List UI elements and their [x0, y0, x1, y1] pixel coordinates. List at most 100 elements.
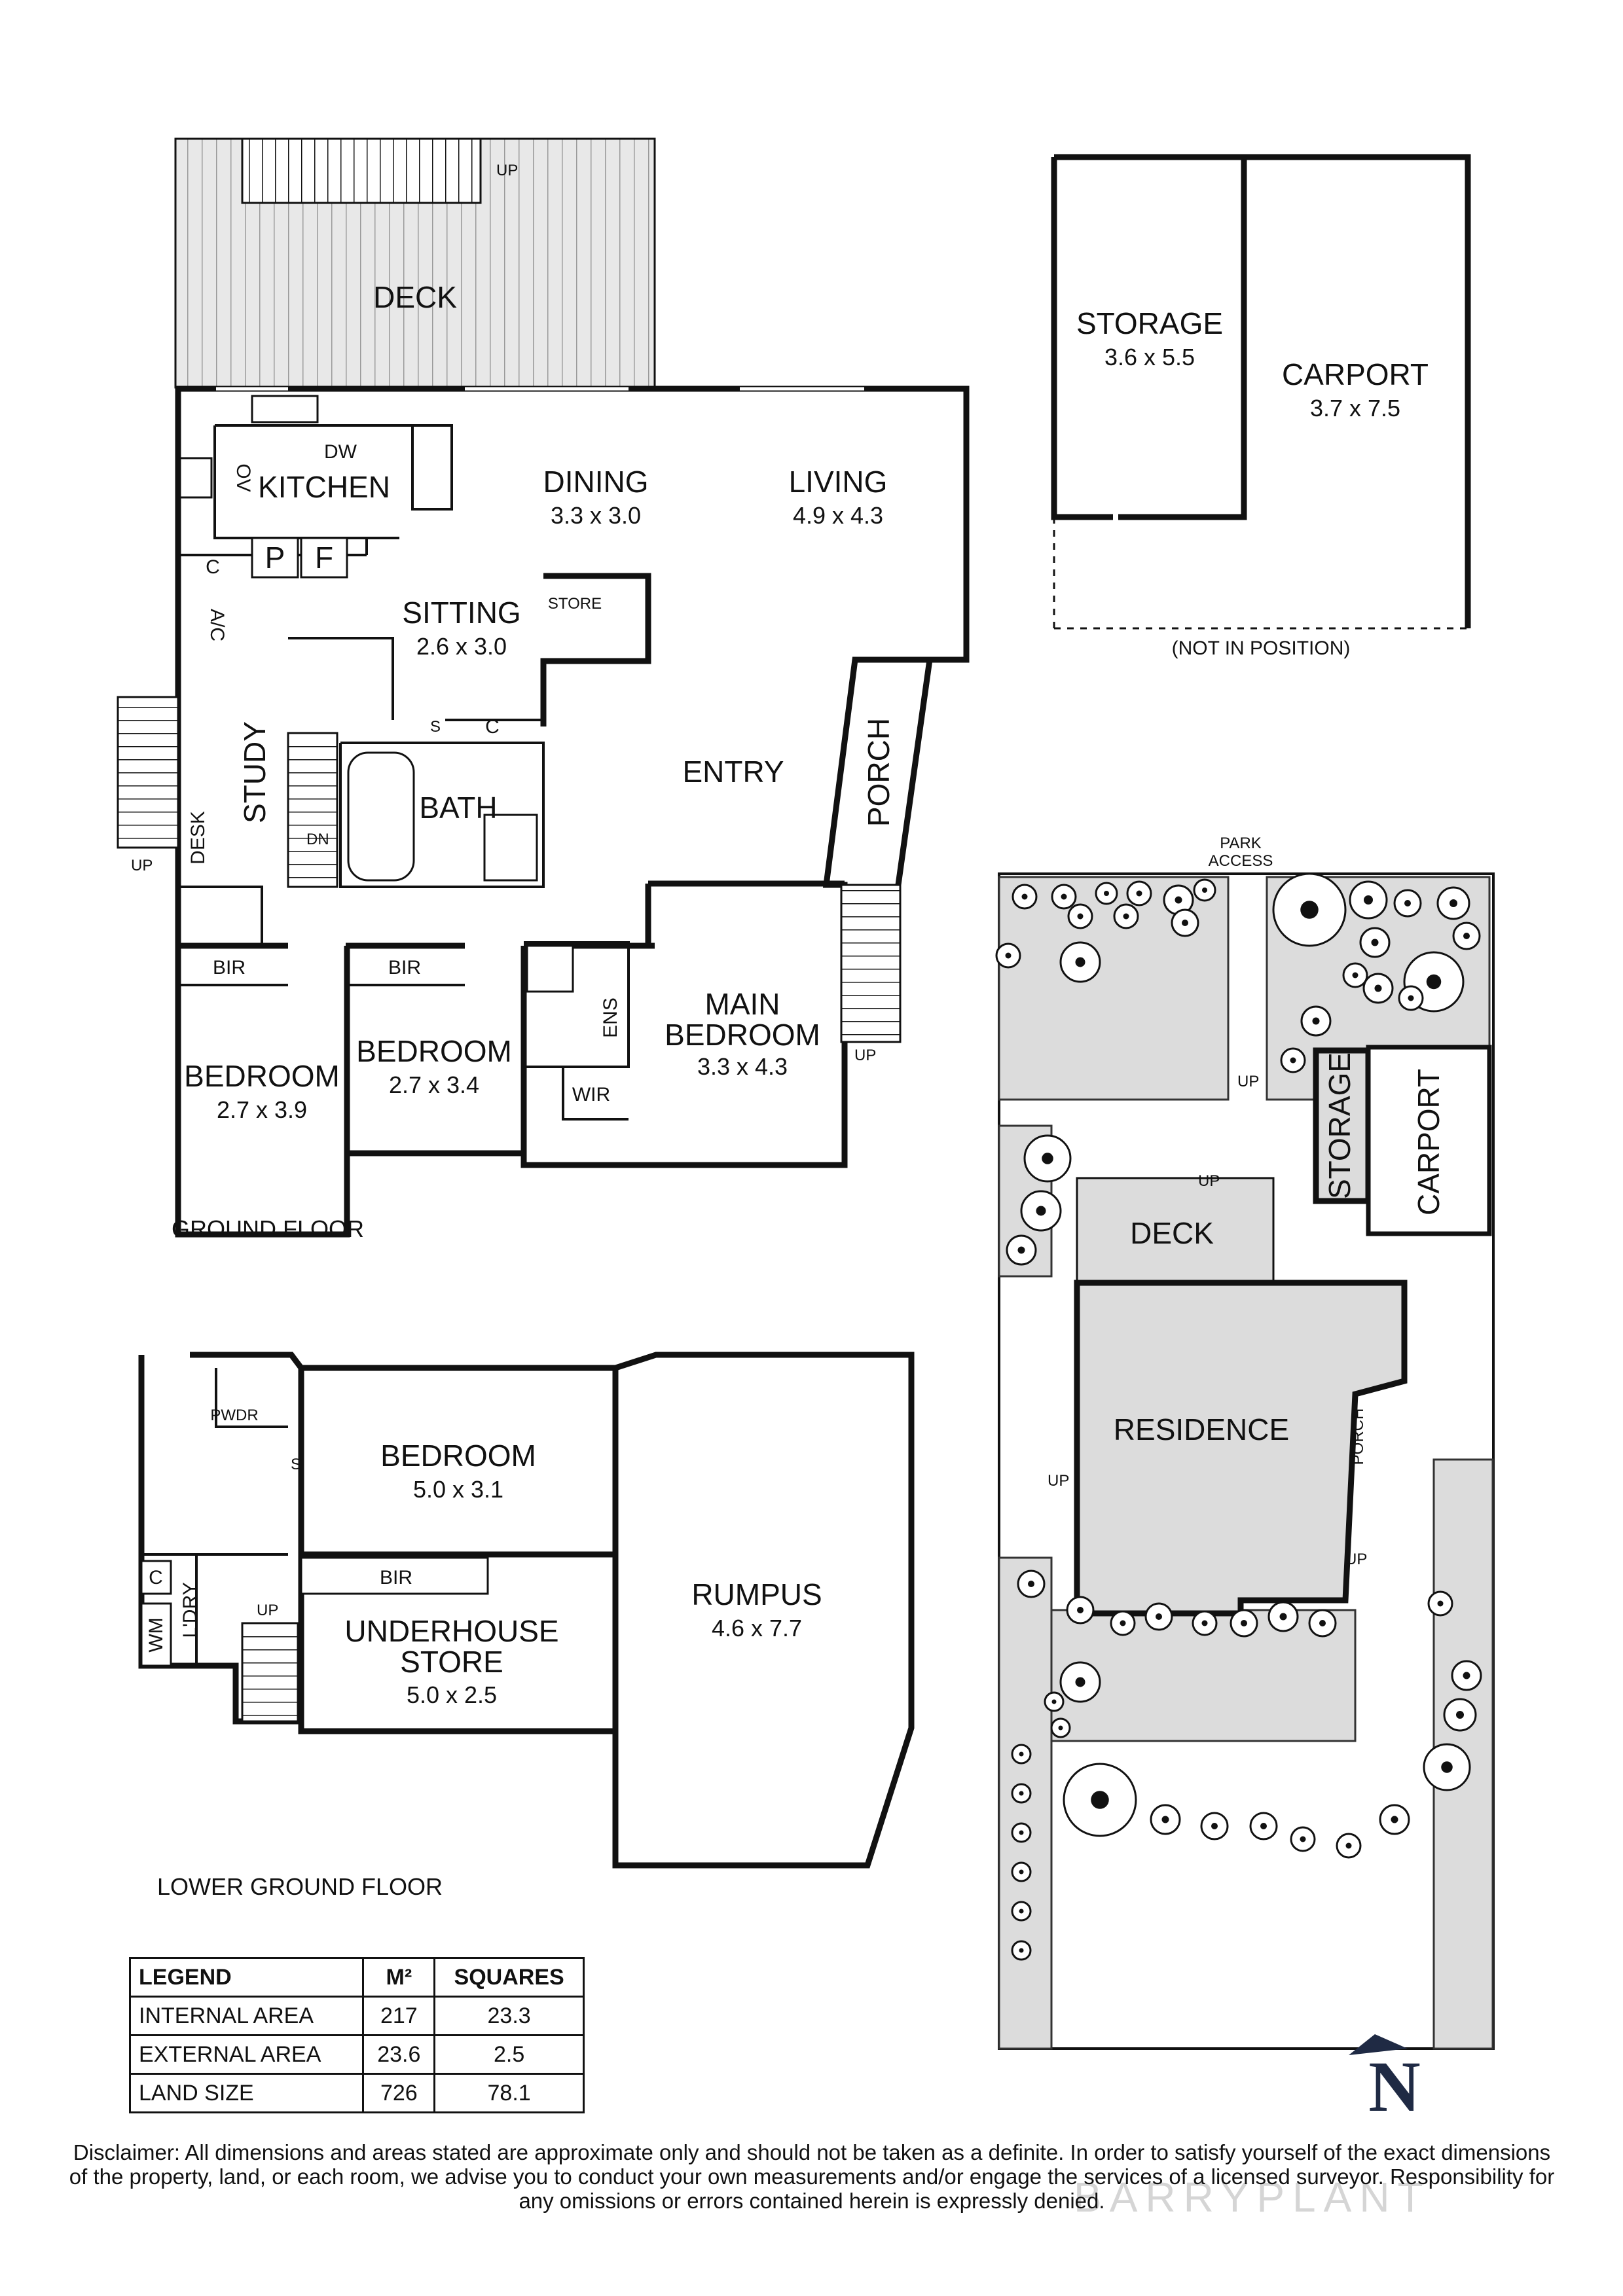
watermark: BARRYPLANT [1074, 2174, 1431, 2221]
tree-icon [1077, 1607, 1084, 1613]
north-label: N [1368, 2047, 1420, 2126]
fixture-label-ov: OV [232, 463, 254, 492]
stair-label-up-porch: UP [854, 1047, 876, 1064]
room-label-underhouse-line2: STORE [400, 1645, 503, 1679]
site-label-up2: UP [1237, 1073, 1259, 1090]
legend-header-row: LEGEND M² SQUARES [128, 1957, 585, 1998]
room-label-bath: BATH [419, 791, 497, 825]
bathtub-fixture [347, 751, 415, 882]
site-label-carport: CARPORT [1412, 1069, 1446, 1215]
room-label-underhouse-line1: UNDERHOUSE [344, 1614, 558, 1648]
tree-icon [1075, 1677, 1085, 1687]
site-label-porch: PORCH [1349, 1408, 1367, 1465]
site-carport [1366, 1045, 1492, 1236]
tree-icon [1061, 893, 1067, 900]
site-label-up4: UP [1345, 1551, 1367, 1568]
fixture-label-f: F [315, 541, 333, 575]
site-label-up3: UP [1048, 1472, 1069, 1490]
tree-icon [1161, 1816, 1169, 1823]
site-garden-left [998, 876, 1230, 1101]
room-label-study: STUDY [238, 721, 272, 823]
site-residence [1074, 1280, 1408, 1617]
site-trees [995, 872, 1482, 1961]
tree-icon [1241, 1620, 1247, 1626]
tree-icon [1077, 913, 1084, 920]
legend-cell: 23.6 [362, 2034, 436, 2075]
tree-icon [1028, 1581, 1034, 1587]
tree-icon [1005, 952, 1012, 959]
tree-icon [1175, 896, 1182, 904]
stair-label-dn: DN [306, 831, 329, 848]
tree-icon [1260, 1823, 1267, 1829]
legend-header-cell: M² [362, 1957, 436, 1998]
porch-stairs [840, 884, 902, 1043]
site-label-deck: DECK [1130, 1216, 1214, 1250]
tree-icon [1437, 1600, 1444, 1607]
tree-icon [1374, 984, 1382, 992]
deck-stairs [241, 137, 482, 204]
tree-icon [1182, 920, 1188, 926]
lower-ground-thin-wall [141, 1368, 288, 1666]
tree-icon [1463, 933, 1470, 939]
tree-icon [1021, 893, 1028, 900]
legend-row: EXTERNAL AREA 23.6 2.5 [128, 2034, 585, 2075]
legend-cell: 217 [362, 1996, 436, 2036]
tree-icon [1042, 1153, 1053, 1164]
tree-icon [1123, 913, 1129, 920]
lower-bir-fixture [300, 1556, 489, 1595]
room-label-bedroom-b: BEDROOM [356, 1034, 512, 1068]
tree-icon [1136, 890, 1142, 897]
stair-label-lower-up: UP [257, 1602, 278, 1619]
tree-icon [1352, 972, 1359, 978]
tree-icon [1279, 1613, 1287, 1621]
shower-fixture [483, 814, 538, 882]
room-size-bedroom-a: 2.7 x 3.9 [217, 1096, 307, 1123]
lower-ground-outer-wall [138, 1352, 915, 1869]
site-garden-bottom-left [998, 1556, 1053, 2050]
room-size-underhouse: 5.0 x 2.5 [407, 1681, 497, 1708]
site-label-storage: STORAGE [1322, 1052, 1357, 1199]
room-label-kitchen: KITCHEN [258, 470, 390, 504]
tree-icon [1426, 974, 1442, 990]
room-size-bedroom-b: 2.7 x 3.4 [389, 1071, 479, 1098]
tree-icon [1019, 1751, 1024, 1757]
site-label-up1: UP [1198, 1172, 1220, 1190]
room-label-bedroom-a: BEDROOM [184, 1059, 340, 1093]
fixture-label-ens: ENS [600, 997, 621, 1038]
outbuilding-size-carport: 3.7 x 7.5 [1310, 395, 1400, 422]
tree-icon [1019, 1791, 1024, 1796]
fixture-label-lower-bir: BIR [380, 1567, 412, 1588]
ground-floor-outer-wall [175, 386, 970, 1238]
tree-icon [1017, 1246, 1025, 1254]
fixture-label-bir2: BIR [388, 957, 421, 978]
kitchen-bench [215, 424, 453, 511]
legend-row: LAND SIZE 726 78.1 [128, 2073, 585, 2113]
tree-icon [1463, 1672, 1470, 1679]
fixture-label-pwdr: PWDR [210, 1407, 258, 1424]
tree-icon [1319, 1620, 1326, 1626]
legend-row: INTERNAL AREA 217 23.3 [128, 1996, 585, 2036]
floor-caption-lower-ground: LOWER GROUND FLOOR [157, 1873, 443, 1900]
legend-cell: LAND SIZE [128, 2073, 365, 2113]
legend-header-cell: SQUARES [433, 1957, 585, 1998]
ensuite-walls [524, 941, 630, 1121]
legend-cell: 23.3 [433, 1996, 585, 2036]
north-arrow: N [1349, 2034, 1421, 2126]
tree-icon [1450, 899, 1457, 907]
store-wall [540, 573, 651, 726]
room-label-sitting: SITTING [402, 596, 520, 630]
fixture-label-store: STORE [548, 595, 602, 613]
lower-wm-fixture [140, 1602, 172, 1667]
tree-icon [1371, 939, 1379, 946]
tree-icon [1036, 1206, 1046, 1216]
ensuite-shower [526, 944, 574, 993]
fixture-label-s: S [430, 718, 441, 736]
room-label-main-bedroom-line1: MAIN [705, 987, 780, 1021]
fridge-fixture [300, 537, 348, 579]
tree-icon [1104, 891, 1109, 896]
outbuilding-size-storage: 3.6 x 5.5 [1104, 344, 1195, 370]
fixture-label-bir1: BIR [213, 957, 246, 978]
bath-walls [288, 637, 545, 888]
tree-icon [1312, 1017, 1320, 1025]
